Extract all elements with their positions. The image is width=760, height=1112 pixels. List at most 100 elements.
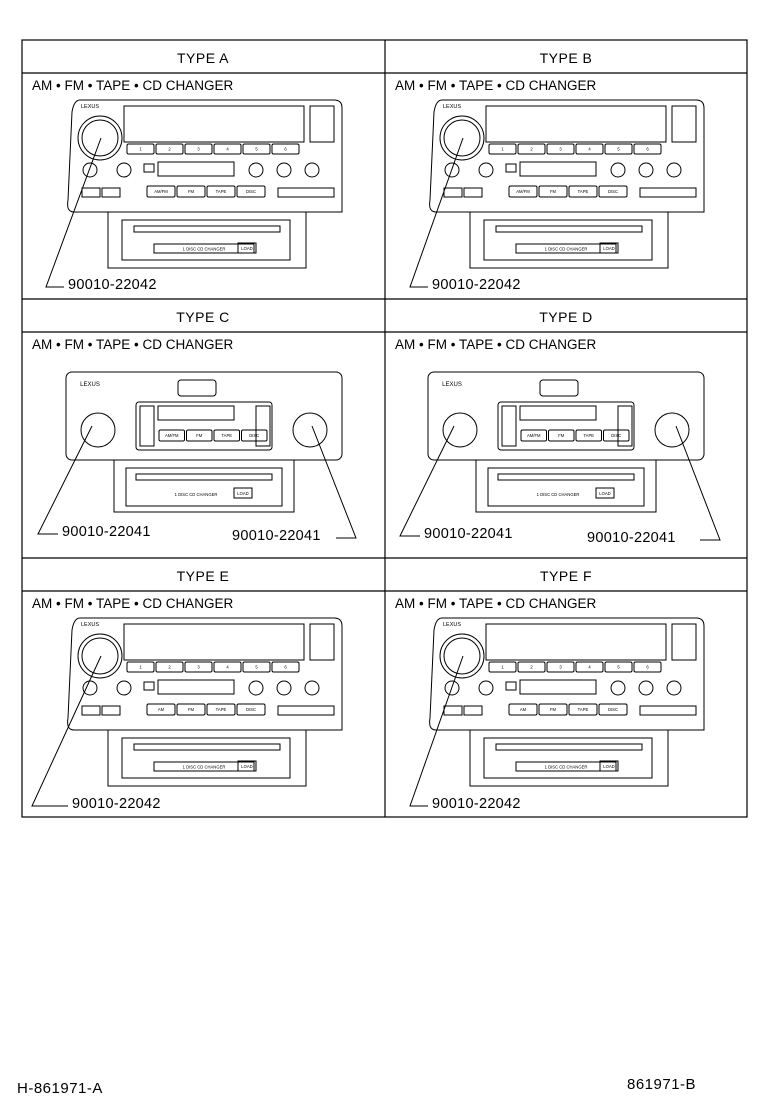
source-label: AM: [158, 707, 165, 712]
power-button: [443, 187, 463, 198]
preset-button: [126, 143, 155, 155]
cassette-slot: [157, 405, 235, 421]
small-knob: [610, 162, 626, 178]
seek-buttons: [639, 187, 697, 198]
part-number-type-e: 90010‐22042: [72, 796, 161, 812]
power-button: [81, 187, 101, 198]
leader-line: [31, 655, 102, 807]
preset-label: 6: [284, 147, 287, 152]
small-knob: [276, 680, 292, 696]
volume-knob: [439, 115, 485, 161]
preset-button: [604, 661, 633, 673]
power-button: [443, 705, 463, 716]
eject-button: [143, 681, 155, 691]
cell-subtitle-type-a: AM • FM • TAPE • CD CHANGER: [32, 78, 234, 93]
tune-rocker: [309, 105, 335, 143]
source-button: [236, 185, 266, 198]
preset-label: 2: [530, 665, 533, 670]
source-label: DISC: [608, 707, 618, 712]
preset-label: 5: [617, 665, 620, 670]
preset-button: [604, 143, 633, 155]
prog-disc-buttons: [617, 405, 633, 447]
tune-rocker: [671, 623, 697, 661]
source-button: [520, 429, 547, 442]
source-label: AM/FM: [527, 433, 541, 438]
source-label: AM/FM: [165, 433, 179, 438]
cd-changer-label: 1 DISC CD CHANGER: [545, 247, 588, 252]
display-window: [485, 623, 667, 661]
clock-display: [177, 379, 217, 397]
source-button: [213, 429, 240, 442]
preset-button: [575, 143, 604, 155]
cd-changer-label: 1 DISC CD CHANGER: [537, 492, 580, 497]
cd-changer-housing: [107, 730, 307, 787]
small-knob: [638, 680, 654, 696]
small-knob: [666, 162, 682, 178]
source-button: [598, 185, 628, 198]
cd-label-box: [153, 243, 255, 254]
cd-slot: [495, 225, 643, 233]
source-label: AM: [520, 707, 527, 712]
cassette-slot: [157, 679, 235, 695]
preset-label: 5: [617, 147, 620, 152]
source-label: TAPE: [583, 433, 594, 438]
source-label: DISC: [246, 707, 256, 712]
seek-buttons: [277, 705, 335, 716]
cd-label-box: [153, 761, 255, 772]
source-button: [508, 703, 538, 716]
small-knob: [82, 680, 98, 696]
small-knob: [444, 680, 460, 696]
part-number-type-b: 90010‐22042: [432, 277, 521, 293]
power-volume-knob: [442, 412, 478, 448]
preset-label: 4: [226, 147, 229, 152]
tune-knob: [292, 412, 328, 448]
preset-button: [242, 143, 271, 155]
brand-label: LEXUS: [81, 104, 99, 110]
source-button: [603, 429, 630, 442]
load-button: [599, 760, 619, 772]
cd-changer-label: 1 DISC CD CHANGER: [183, 247, 226, 252]
source-button: [575, 429, 602, 442]
source-label: TAPE: [221, 433, 232, 438]
faceplate-outline: [67, 99, 343, 213]
cell-title-type-a: TYPE A: [176, 50, 230, 66]
leader-line: [675, 425, 721, 541]
preset-button: [213, 143, 242, 155]
preset-label: 5: [255, 147, 258, 152]
cd-changer-housing: [469, 212, 669, 269]
source-button: [158, 429, 185, 442]
preset-button: [271, 143, 300, 155]
source-button: [176, 703, 206, 716]
center-panel: [497, 401, 635, 451]
cd-changer-housing: [469, 730, 669, 787]
source-label: TAPE: [216, 707, 227, 712]
cd-slot: [497, 473, 635, 481]
brand-label: LEXUS: [443, 104, 461, 110]
preset-button: [633, 661, 662, 673]
part-number-type-a: 90010‐22042: [68, 277, 157, 293]
preset-button: [488, 661, 517, 673]
preset-button: [126, 661, 155, 673]
cell-subtitle-type-d: AM • FM • TAPE • CD CHANGER: [395, 337, 597, 352]
cd-slot: [133, 225, 281, 233]
cell-title-type-c: TYPE C: [176, 309, 230, 325]
faceplate-outline: [65, 371, 343, 461]
load-label: LOAD: [237, 491, 248, 496]
source-button: [236, 703, 266, 716]
preset-button: [155, 661, 184, 673]
seek-track-buttons: [501, 405, 517, 447]
eject-button: [143, 163, 155, 173]
cell-subtitle-type-f: AM • FM • TAPE • CD CHANGER: [395, 596, 597, 611]
preset-button: [575, 661, 604, 673]
preset-label: 2: [168, 147, 171, 152]
cd-changer-face: [121, 737, 291, 779]
small-knob: [248, 680, 264, 696]
source-button: [241, 429, 268, 442]
tune-rocker: [309, 623, 335, 661]
source-label: DISC: [611, 433, 621, 438]
preset-button: [546, 143, 575, 155]
cd-changer-face: [483, 219, 653, 261]
display-window: [123, 623, 305, 661]
